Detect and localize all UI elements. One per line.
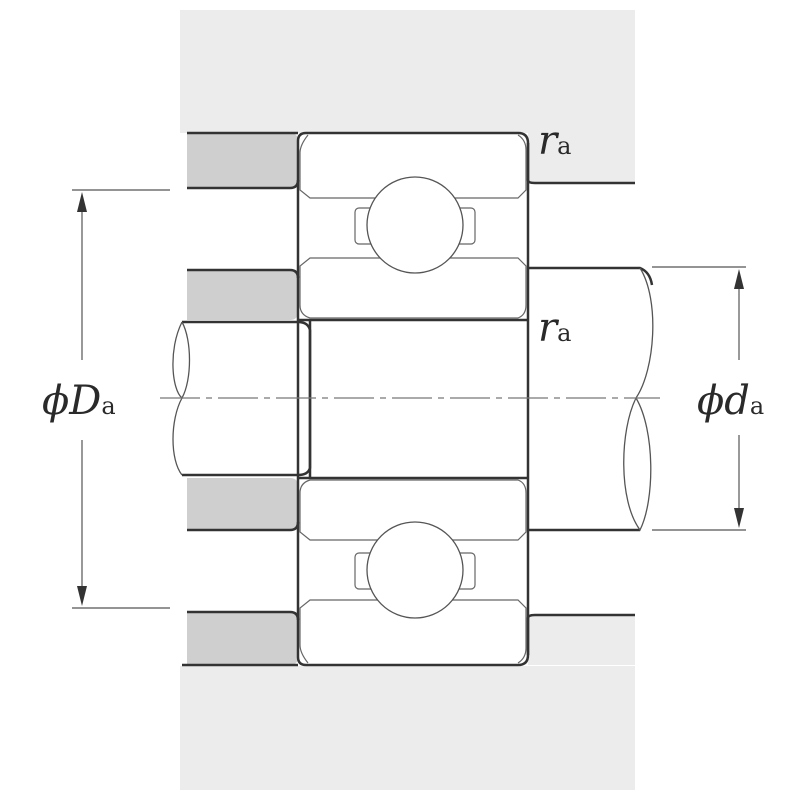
dimension-da	[652, 266, 746, 531]
inner-ring-top	[299, 257, 527, 319]
label-da: ϕda	[697, 378, 765, 424]
dimension-Da	[72, 189, 170, 609]
inner-ring-bottom	[299, 479, 527, 541]
ball-top	[354, 176, 476, 274]
bearing-outline	[296, 141, 635, 657]
ball-bottom	[354, 521, 476, 619]
label-Da: ϕDa	[42, 378, 116, 424]
label-ra-inner: ra	[538, 305, 572, 351]
label-ra-top: ra	[538, 118, 572, 164]
